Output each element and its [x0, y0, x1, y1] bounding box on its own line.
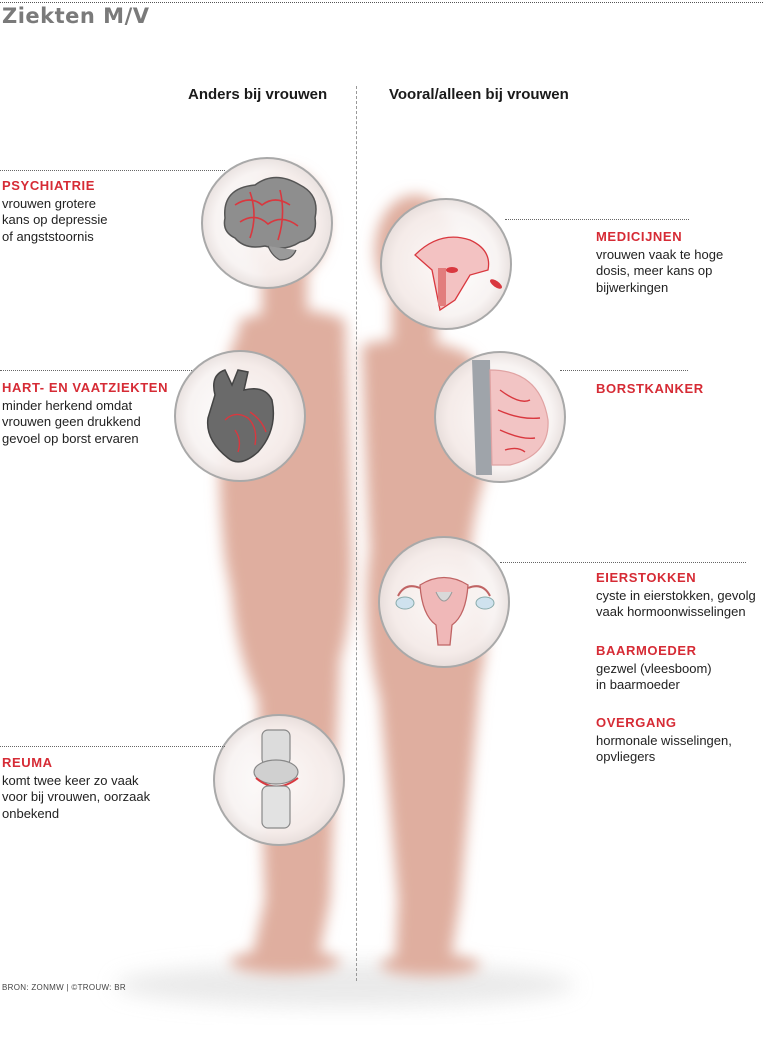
source-credit: BRON: ZONMW | ©TROUW: BR: [2, 983, 126, 992]
breast-icon: [472, 360, 549, 475]
item-heading: OVERGANG: [596, 715, 677, 730]
uterus-icon: [395, 576, 495, 646]
item-reuma: REUMA komt twee keer zo vaak voor bij vr…: [2, 755, 150, 822]
item-description: minder herkend omdat vrouwen geen drukke…: [2, 397, 141, 446]
heart-icon: [206, 369, 275, 463]
item-description: vrouwen vaak te hoge dosis, meer kans op…: [596, 246, 724, 295]
leader-medicijnen: [505, 219, 689, 220]
item-baarmoeder: BAARMOEDER gezwel (vleesboom) in baarmoe…: [596, 643, 712, 694]
item-psychiatrie: PSYCHIATRIE vrouwen grotere kans op depr…: [2, 178, 108, 245]
item-description: gezwel (vleesboom) in baarmoeder: [596, 660, 712, 693]
uterus-circle: [378, 536, 510, 668]
leader-eierstokken: [500, 562, 746, 563]
brain-circle: [201, 157, 333, 289]
male-silhouette: [219, 170, 352, 974]
item-borstkanker: BORSTKANKER: [596, 381, 704, 399]
column-heading-left: Anders bij vrouwen: [188, 86, 328, 103]
item-medicijnen: MEDICIJNEN vrouwen vaak te hoge dosis, m…: [596, 229, 723, 296]
leader-reuma: [0, 746, 225, 747]
item-heading: BAARMOEDER: [596, 643, 697, 658]
item-description: hormonale wisselingen, opvliegers: [596, 732, 732, 765]
knee-circle: [213, 714, 345, 846]
item-description: komt twee keer zo vaak voor bij vrouwen,…: [2, 772, 151, 821]
leader-psychiatrie: [0, 170, 225, 171]
heart-circle: [174, 350, 306, 482]
item-eierstokken: EIERSTOKKEN cyste in eierstokken, gevolg…: [596, 570, 756, 621]
breast-circle: [434, 351, 566, 483]
item-heading: HART- EN VAATZIEKTEN: [2, 380, 169, 395]
item-heading: EIERSTOKKEN: [596, 570, 697, 585]
item-heading: PSYCHIATRIE: [2, 178, 96, 193]
item-overgang: OVERGANG hormonale wisselingen, opvliege…: [596, 715, 732, 766]
top-rule: [0, 2, 763, 3]
item-heading: MEDICIJNEN: [596, 229, 683, 244]
knee-joint-icon: [253, 729, 299, 829]
column-heading-right: Vooral/alleen bij vrouwen: [389, 86, 569, 103]
item-description: cyste in eierstokken, gevolg vaak hormoo…: [596, 587, 756, 620]
leader-borstkanker: [560, 370, 688, 371]
floor-shadow: [115, 963, 575, 1007]
throat-circle: [380, 198, 512, 330]
page-title: Ziekten M/V: [2, 4, 150, 28]
item-heading: BORSTKANKER: [596, 381, 704, 396]
item-heading: REUMA: [2, 755, 53, 770]
brain-icon: [223, 176, 317, 261]
throat-pill-icon: [414, 236, 502, 312]
leader-hart: [0, 370, 192, 371]
item-hart-en-vaatziekten: HART- EN VAATZIEKTEN minder herkend omda…: [2, 380, 168, 447]
center-divider: [356, 86, 357, 981]
item-description: vrouwen grotere kans op depressie of ang…: [2, 195, 108, 244]
